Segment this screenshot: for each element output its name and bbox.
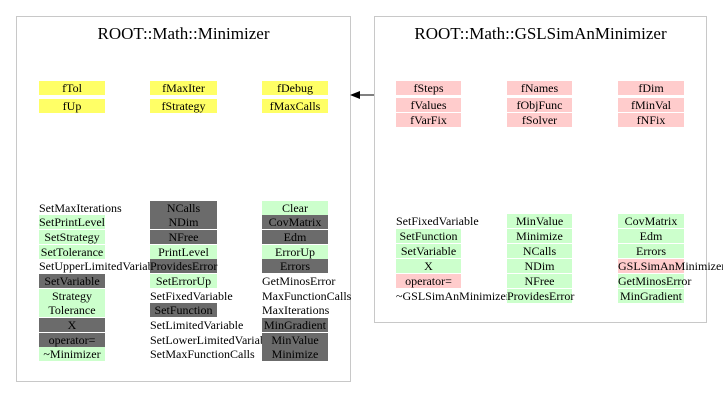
minimizer-class-title: ROOT::Math::Minimizer bbox=[97, 24, 270, 43]
method-setfunction: SetFunction bbox=[150, 303, 217, 317]
method-clear: Clear bbox=[262, 201, 328, 215]
method-errors: Errors bbox=[618, 244, 684, 258]
method-ndim: NDim bbox=[150, 215, 217, 229]
method-edm: Edm bbox=[618, 229, 684, 243]
method-setvariable: SetVariable bbox=[39, 274, 105, 288]
method-setprintlevel: SetPrintLevel bbox=[39, 215, 105, 229]
method-constructor: GSLSimAnMinimizer bbox=[618, 259, 723, 273]
method-errorup: ErrorUp bbox=[262, 245, 328, 259]
method-setstrategy: SetStrategy bbox=[39, 230, 105, 244]
minimizer-class-box: ROOT::Math::Minimizer fTol fMaxIter fDeb… bbox=[16, 16, 351, 382]
inheritance-arrow bbox=[350, 91, 375, 99]
method-setvariable: SetVariable bbox=[396, 244, 461, 258]
method-operator-assign: operator= bbox=[39, 333, 105, 347]
method-errors: Errors bbox=[262, 259, 328, 273]
method-ncalls: NCalls bbox=[150, 201, 217, 215]
method-minvalue: MinValue bbox=[507, 214, 572, 228]
method-destructor: ~Minimizer bbox=[39, 347, 105, 361]
member-fnfix: fNFix bbox=[618, 113, 684, 127]
method-seterrorup: SetErrorUp bbox=[150, 274, 217, 288]
method-nfree: NFree bbox=[507, 274, 572, 288]
member-fdim: fDim bbox=[618, 81, 684, 95]
member-fdebug: fDebug bbox=[262, 81, 328, 95]
member-fvalues: fValues bbox=[396, 98, 461, 112]
method-mingradient: MinGradient bbox=[262, 318, 328, 332]
method-operator-assign: operator= bbox=[396, 274, 461, 288]
method-maxiterations: MaxIterations bbox=[262, 303, 330, 317]
method-setlimitedvariable: SetLimitedVariable bbox=[150, 318, 244, 332]
method-setmaxiterations: SetMaxIterations bbox=[39, 201, 122, 215]
method-ncalls: NCalls bbox=[507, 244, 572, 258]
member-fminval: fMinVal bbox=[618, 98, 684, 112]
member-fsteps: fSteps bbox=[396, 81, 461, 95]
method-minimize: Minimize bbox=[507, 229, 572, 243]
member-fnames: fNames bbox=[507, 81, 572, 95]
method-settolerance: SetTolerance bbox=[39, 245, 105, 259]
member-fmaxcalls: fMaxCalls bbox=[262, 99, 328, 113]
method-ndim: NDim bbox=[507, 259, 572, 273]
method-destructor: ~GSLSimAnMinimizer bbox=[396, 289, 510, 303]
method-getminoserror: GetMinosError bbox=[262, 274, 336, 288]
member-ftol: fTol bbox=[39, 81, 105, 95]
method-setmaxfunctioncalls: SetMaxFunctionCalls bbox=[150, 347, 255, 361]
method-x: X bbox=[39, 318, 105, 332]
method-covmatrix: CovMatrix bbox=[262, 215, 328, 229]
method-printlevel: PrintLevel bbox=[150, 245, 217, 259]
method-maxfunctioncalls: MaxFunctionCalls bbox=[262, 289, 352, 303]
gslsimanminimizer-class-title: ROOT::Math::GSLSimAnMinimizer bbox=[414, 24, 667, 43]
method-setfunction: SetFunction bbox=[396, 229, 461, 243]
method-setlowerlimitedvariable: SetLowerLimitedVariable bbox=[150, 333, 275, 347]
method-minvalue: MinValue bbox=[262, 333, 328, 347]
method-tolerance: Tolerance bbox=[39, 303, 105, 317]
method-strategy: Strategy bbox=[39, 289, 105, 303]
member-fup: fUp bbox=[39, 99, 105, 113]
member-fsolver: fSolver bbox=[507, 113, 572, 127]
method-edm: Edm bbox=[262, 230, 328, 244]
method-x: X bbox=[396, 259, 461, 273]
gslsimanminimizer-class-box: ROOT::Math::GSLSimAnMinimizer fSteps fNa… bbox=[374, 16, 723, 323]
method-getminoserror: GetMinosError bbox=[618, 274, 692, 288]
method-mingradient: MinGradient bbox=[618, 289, 684, 303]
method-nfree: NFree bbox=[150, 230, 217, 244]
method-covmatrix: CovMatrix bbox=[618, 214, 684, 228]
method-minimize: Minimize bbox=[262, 347, 328, 361]
member-fmaxiter: fMaxIter bbox=[150, 81, 217, 95]
method-provideserror: ProvidesError bbox=[507, 289, 575, 303]
method-setupperlimitedvariable: SetUpperLimitedVariable bbox=[39, 259, 163, 273]
member-fstrategy: fStrategy bbox=[150, 99, 217, 113]
method-setfixedvariable: SetFixedVariable bbox=[150, 289, 233, 303]
method-setfixedvariable: SetFixedVariable bbox=[396, 214, 479, 228]
method-provideserror: ProvidesError bbox=[150, 259, 218, 273]
member-fobjfunc: fObjFunc bbox=[507, 98, 572, 112]
member-fvarfix: fVarFix bbox=[396, 113, 461, 127]
